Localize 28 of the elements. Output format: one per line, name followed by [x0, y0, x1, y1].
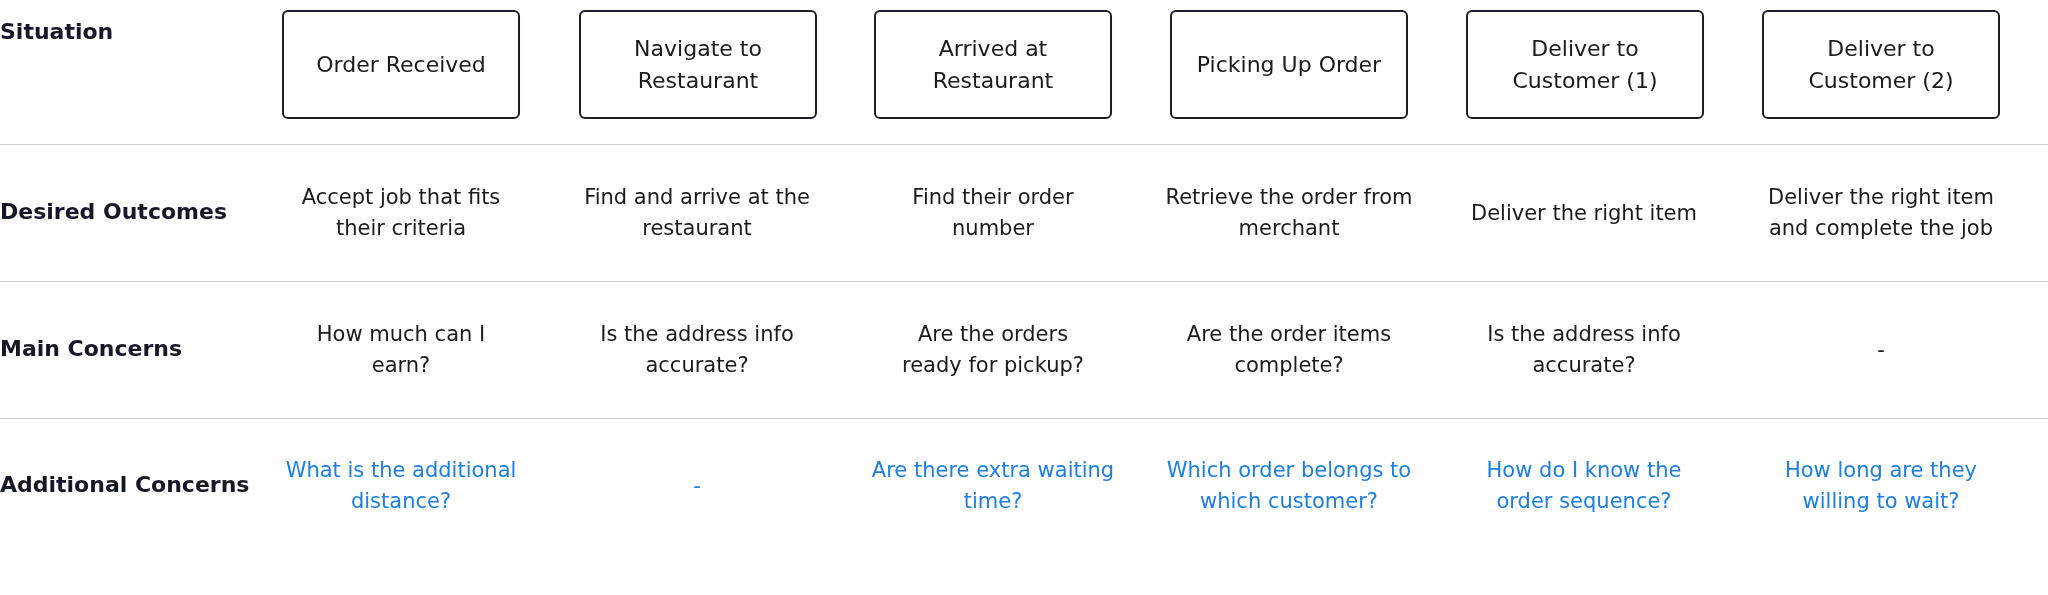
main-concern-text: Are the orders ready for pickup? [901, 321, 1085, 379]
desired-outcome-text: Retrieve the order from merchant [1164, 184, 1414, 242]
additional-concern-text: - [692, 472, 702, 500]
main-concern-text: How much can I earn? [316, 321, 486, 379]
situation-box: Picking Up Order [1170, 10, 1408, 119]
row-header: Desired Outcomes [0, 199, 227, 224]
additional-concern-text: How do I know the order sequence? [1485, 457, 1683, 515]
main-concern-text: Are the order items complete? [1185, 321, 1393, 379]
situation-box: Deliver to Customer (1) [1466, 10, 1704, 119]
additional-concern-text: How long are they willing to wait? [1784, 457, 1978, 515]
desired-outcome-text: Find their order number [911, 184, 1075, 242]
situation-box: Arrived at Restaurant [874, 10, 1112, 119]
situation-box: Order Received [282, 10, 520, 119]
row-header: Situation [0, 19, 114, 44]
main-concern-text: Is the address info accurate? [1486, 321, 1682, 379]
desired-outcome-text: Find and arrive at the restaurant [583, 184, 811, 242]
row-header: Main Concerns [0, 336, 183, 361]
additional-concern-text: Are there extra waiting time? [870, 457, 1116, 515]
desired-outcome-text: Deliver the right item [1470, 199, 1698, 227]
additional-concern-text: What is the additional distance? [284, 457, 518, 515]
situation-box: Deliver to Customer (2) [1762, 10, 2000, 119]
desired-outcome-text: Deliver the right item and complete the job [1767, 184, 1995, 242]
situation-box: Navigate to Restaurant [579, 10, 817, 119]
main-concern-text: Is the address info accurate? [599, 321, 795, 379]
row-header: Additional Concerns [0, 472, 250, 497]
additional-concern-text: Which order belongs to which customer? [1165, 457, 1413, 515]
main-concern-text: - [1876, 336, 1886, 364]
desired-outcome-text: Accept job that fits their criteria [300, 184, 502, 242]
